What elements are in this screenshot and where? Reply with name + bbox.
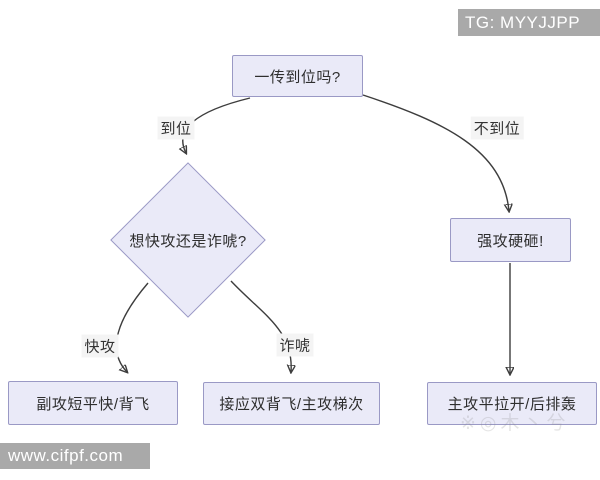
edge-label-in-place: 到位 xyxy=(157,116,195,140)
node-quick-result: 副攻短平快/背飞 xyxy=(8,381,178,425)
node-open-result: 主攻平拉开/后排轰 xyxy=(427,382,597,425)
faint-watermark: ※◎木丶兮 xyxy=(460,413,570,434)
edge-bluff-arrow xyxy=(230,280,291,372)
telegram-watermark-banner: TG: MYYJJPP xyxy=(458,9,600,36)
edge-quick-arrow xyxy=(115,282,149,372)
website-watermark-banner: www.cifpf.com xyxy=(0,443,150,469)
node-decision-label: 想快攻还是诈唬? xyxy=(129,232,247,250)
edge-label-not-in-place: 不到位 xyxy=(470,116,524,140)
node-start: 一传到位吗? xyxy=(232,55,363,97)
edge-label-quick: 快攻 xyxy=(81,334,119,358)
edge-label-bluff: 诈唬 xyxy=(276,333,314,357)
node-smash: 强攻硬砸! xyxy=(450,218,571,262)
node-bluff-result: 接应双背飞/主攻梯次 xyxy=(203,382,380,425)
edge-not-in-place-arrow xyxy=(362,94,509,211)
